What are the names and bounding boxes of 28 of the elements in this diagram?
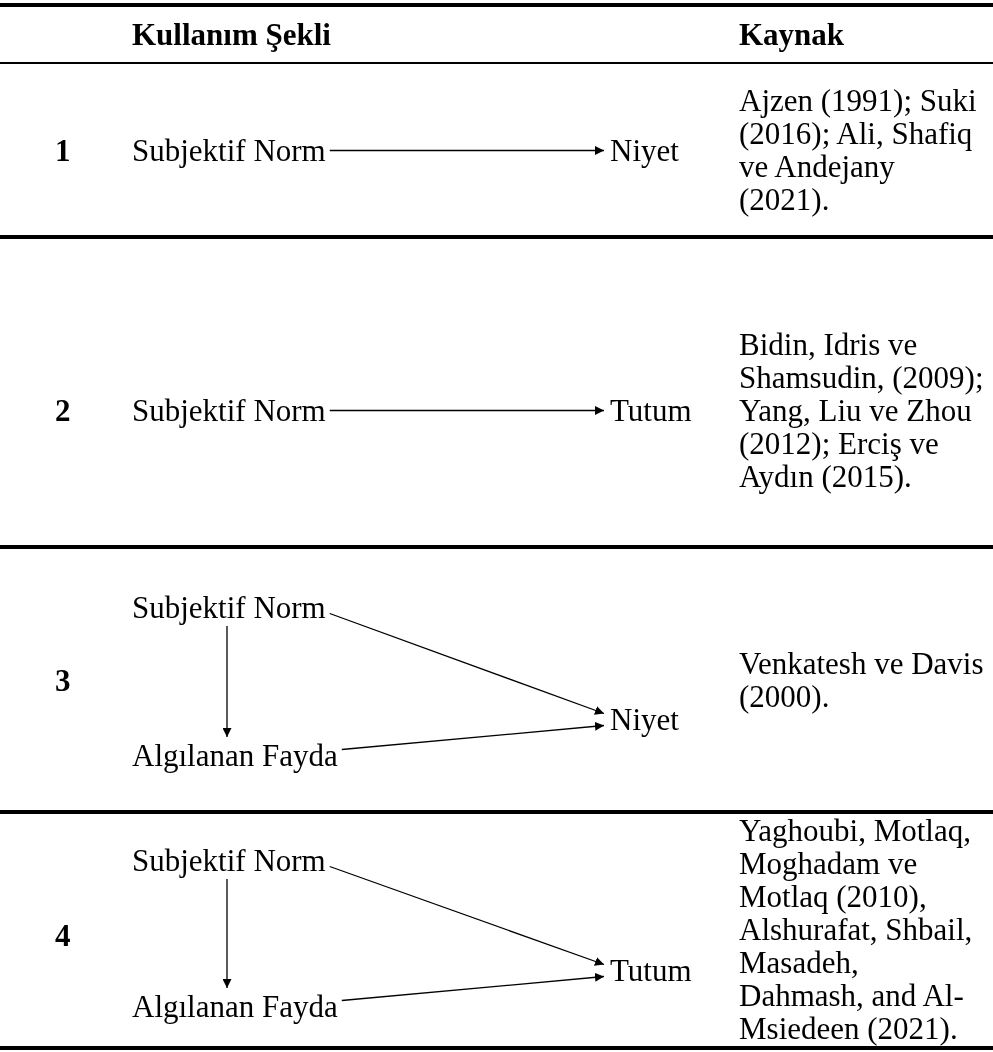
reference-text: Ajzen (1991); Suki (2016); Ali, Shafiq ve Andejany (2021). — [739, 84, 978, 216]
row-number: 1 — [55, 133, 71, 167]
arrow — [341, 972, 605, 1002]
column-header: Kaynak — [739, 17, 845, 51]
row-number: 3 — [55, 663, 71, 697]
concept-label: Niyet — [610, 134, 679, 167]
arrow — [341, 721, 605, 751]
arrow — [329, 146, 605, 155]
reference-text: Venkatesh ve Davis (2000). — [739, 647, 985, 713]
arrow — [329, 406, 605, 415]
concept-label: Niyet — [610, 703, 679, 736]
reference-text: Yaghoubi, Motlaq, Moghadam ve Motlaq (2010), Alshurafat, Shbail, Masadeh, Dahmash, and Al-Msiedeen (2021). — [739, 813, 974, 1045]
concept-label: Subjektif Norm — [132, 844, 326, 877]
concept-label: Subjektif Norm — [132, 394, 326, 427]
arrow — [222, 878, 232, 989]
arrow — [222, 625, 232, 738]
row-number: 4 — [55, 918, 71, 952]
concept-label: Subjektif Norm — [132, 134, 326, 167]
concept-label: Algılanan Fayda — [132, 739, 338, 772]
concept-label: Tutum — [610, 954, 692, 987]
concept-label: Tutum — [610, 394, 692, 427]
arrow — [329, 865, 605, 966]
concept-label: Subjektif Norm — [132, 591, 326, 624]
reference-text: Bidin, Idris ve Shamsudin, (2009); Yang, Liu ve Zhou (2012); Erciş ve Aydın (2015). — [739, 327, 985, 493]
row-number: 2 — [55, 393, 71, 427]
column-header: Kullanım Şekli — [132, 17, 331, 51]
arrow — [329, 612, 605, 715]
concept-label: Algılanan Fayda — [132, 990, 338, 1023]
